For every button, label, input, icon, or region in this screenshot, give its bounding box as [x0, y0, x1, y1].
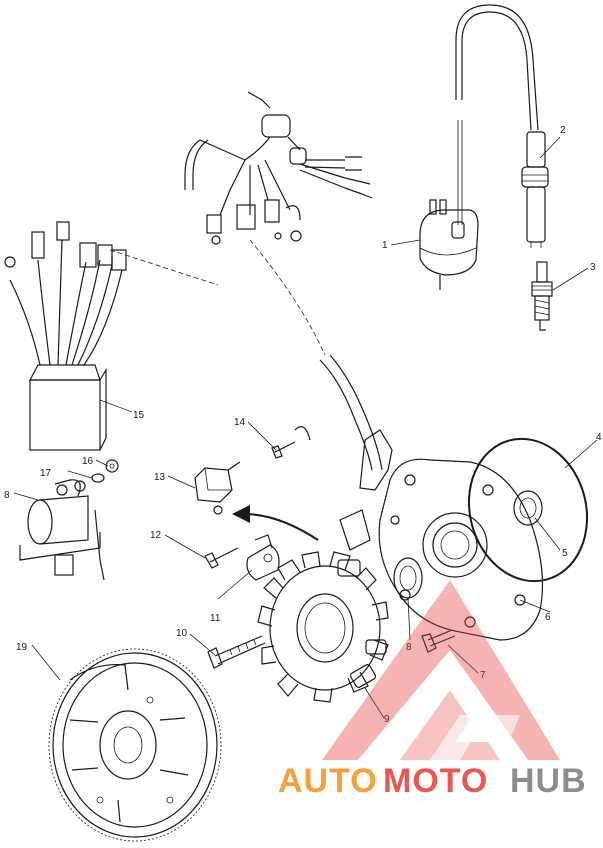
bolt-14	[271, 426, 311, 459]
callout-10: 10	[176, 628, 188, 639]
callout-15: 15	[133, 410, 145, 421]
callout-5: 5	[562, 548, 568, 559]
callout-7: 7	[480, 670, 486, 681]
cdi-module	[4, 221, 219, 451]
spark-plug-cap	[521, 131, 549, 248]
pickup-sensor	[194, 461, 241, 515]
oil-seal	[513, 490, 543, 526]
callout-3: 3	[590, 262, 596, 273]
watermark-auto: AUTO	[278, 762, 378, 800]
nut-and-washer	[91, 459, 119, 483]
bolt-12	[204, 547, 239, 569]
watermark-text: AUTO MOTO HUB	[278, 762, 587, 800]
spark-plug	[531, 261, 553, 331]
o-ring	[467, 437, 589, 583]
ignition-coil	[419, 199, 479, 290]
direction-arrow	[232, 505, 319, 541]
callout-4: 4	[596, 432, 602, 443]
watermark-logo	[322, 580, 560, 760]
starter-solenoid	[19, 479, 105, 581]
bolt-10	[207, 635, 266, 669]
callout-17: 17	[40, 468, 52, 479]
callout-14: 14	[234, 417, 246, 428]
stator	[257, 551, 389, 703]
callout-16: 16	[82, 456, 94, 467]
leader-lines	[13, 136, 598, 719]
callout-labels: 1 2 3 4 5 6 7 8 8 9 10 11 12 13 14 15 16…	[4, 125, 602, 725]
wiring-harness	[184, 91, 373, 245]
bolt-7	[421, 629, 456, 653]
callout-6: 6	[545, 612, 551, 623]
callout-1: 1	[382, 240, 388, 251]
callout-11: 11	[210, 613, 221, 624]
spark-plug-wire	[455, 4, 539, 225]
callout-8-solenoid: 8	[4, 490, 10, 501]
stator-cable	[249, 239, 383, 471]
watermark-moto: MOTO	[383, 762, 488, 800]
callout-12: 12	[150, 530, 162, 541]
callout-9: 9	[384, 714, 390, 725]
callout-13: 13	[154, 472, 166, 483]
callout-2: 2	[560, 125, 566, 136]
callout-19: 19	[16, 642, 28, 653]
callout-8-seal: 8	[406, 642, 412, 653]
cable-clamp	[246, 534, 280, 581]
flywheel	[48, 648, 222, 842]
seal-8	[393, 557, 423, 599]
watermark-hub: HUB	[510, 762, 587, 800]
